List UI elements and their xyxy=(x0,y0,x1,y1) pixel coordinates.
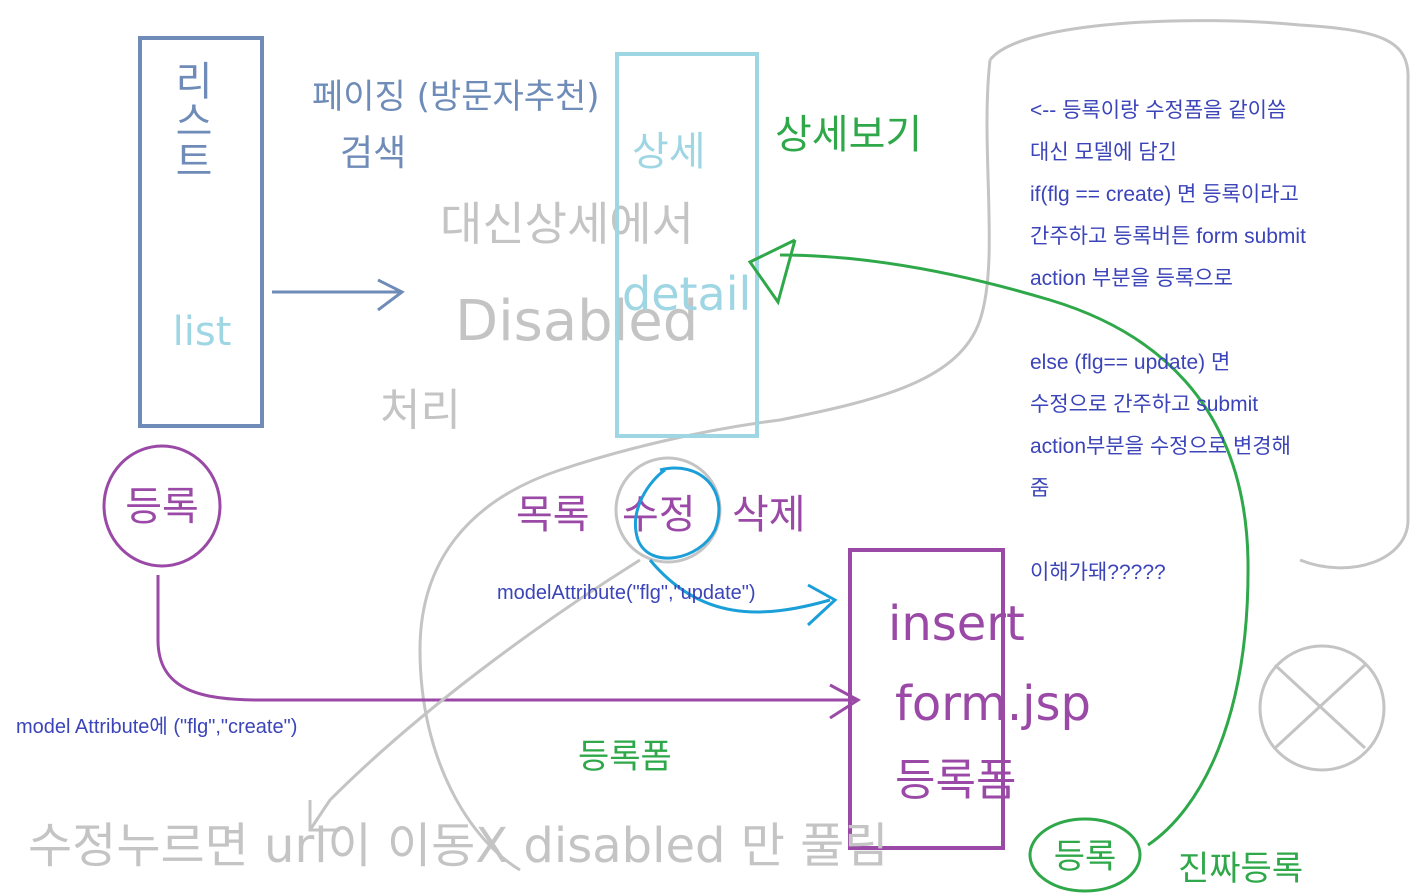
real-register-label: 진짜등록 xyxy=(1178,849,1303,889)
note-line: 이해가돼????? xyxy=(1030,561,1166,584)
edit-to-note-line xyxy=(308,558,641,832)
cross-line xyxy=(1273,663,1367,750)
update-attribute-text: modelAttribute("flg","update") xyxy=(497,582,756,604)
register-circle-label: 등록 xyxy=(125,484,199,530)
note-line: 간주하고 등록버튼 form submit xyxy=(1030,225,1306,248)
gray-outline-shape xyxy=(418,19,1410,872)
note-line: <-- 등록이랑 수정폼을 같이씀 xyxy=(1030,99,1287,122)
search-label: 검색 xyxy=(340,133,406,174)
register-to-detail-arrow xyxy=(747,238,1250,847)
crossed-circle-icon xyxy=(1258,644,1386,772)
list-box-english: list xyxy=(173,309,232,355)
bottom-register-circle xyxy=(1028,817,1142,893)
note-line: 대신 모델에 담긴 xyxy=(1030,141,1177,164)
note-line xyxy=(1030,300,1306,342)
note-line: action 부분을 등록으로 xyxy=(1030,267,1233,290)
disabled-note-line3: 처리 xyxy=(380,385,461,436)
disabled-note-line1: 대신상세에서 xyxy=(440,197,694,251)
delete-label: 삭제 xyxy=(732,492,806,538)
detail-box-korean: 상세 xyxy=(632,129,706,175)
bottom-note: 수정누르면 url이 이동X disabled 만 풀림 xyxy=(28,818,888,874)
note-line: action부분을 수정으로 변경해 xyxy=(1030,435,1291,458)
insert-form-line1: insert xyxy=(888,596,1025,652)
note-line: 수정으로 간주하고 submit xyxy=(1030,393,1259,416)
note-line: if(flg == create) 면 등록이라고 xyxy=(1030,183,1299,206)
note-line: 줌 xyxy=(1030,477,1050,500)
register-circle xyxy=(102,444,222,568)
note-line xyxy=(1030,510,1306,552)
disabled-note-line2: Disabled xyxy=(455,289,698,354)
insert-form-line2: form.jsp xyxy=(895,676,1091,732)
list-box-korean: 리스트 xyxy=(167,60,213,180)
list-to-detail-arrow xyxy=(272,278,405,312)
detail-box-english: detail xyxy=(622,267,751,321)
register-form-label: 등록폼 xyxy=(578,737,672,777)
detail-box xyxy=(615,52,759,438)
paging-label: 페이징 (방문자추천) xyxy=(312,77,600,117)
list-label: 목록 xyxy=(516,492,590,538)
note-block: <-- 등록이랑 수정폼을 같이씀 대신 모델에 담긴 if(flg == cr… xyxy=(1030,90,1306,594)
edit-label: 수정 xyxy=(622,492,696,538)
list-box xyxy=(138,36,264,428)
insert-form-line3: 등록폼 xyxy=(895,755,1016,806)
create-attribute-text: model Attribute에 ("flg","create") xyxy=(16,716,298,738)
detail-view-label: 상세보기 xyxy=(775,112,922,158)
update-arrow xyxy=(634,466,838,627)
note-line: else (flg== update) 면 xyxy=(1030,351,1231,374)
insert-form-box xyxy=(848,548,1005,850)
create-arrow xyxy=(156,575,861,720)
bottom-register-label: 등록 xyxy=(1054,837,1117,877)
